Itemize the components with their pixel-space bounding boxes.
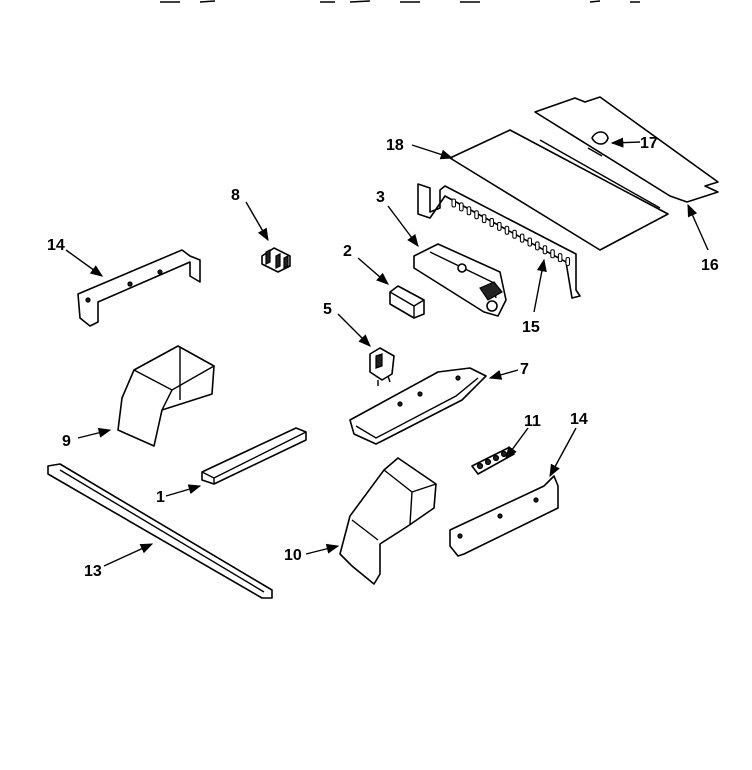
leader-9 <box>77 427 112 439</box>
part-1-strip <box>201 427 307 485</box>
callout-9: 9 <box>62 433 71 450</box>
part-2-block <box>389 285 425 319</box>
callout-16: 16 <box>701 257 719 274</box>
part-11-clip-strip <box>471 447 515 475</box>
perforation-hole <box>481 214 487 224</box>
leader-18 <box>411 144 454 160</box>
bracket-perforations <box>451 198 570 266</box>
callout-8: 8 <box>231 187 240 204</box>
perforation-hole <box>527 237 532 247</box>
leader-14-left <box>65 249 104 277</box>
part-18-insulation <box>449 129 669 251</box>
leader-13 <box>103 543 154 567</box>
callout-3: 3 <box>376 189 385 206</box>
perforation-hole <box>535 241 540 251</box>
callout-11: 11 <box>524 413 541 430</box>
callout-14-left: 14 <box>47 237 65 254</box>
callout-1: 1 <box>156 489 165 506</box>
perforation-hole <box>519 233 525 243</box>
part-14-left-bracket <box>77 249 201 327</box>
leader-7 <box>488 369 519 380</box>
perforation-hole <box>459 202 464 212</box>
leader-17 <box>610 137 641 148</box>
part-15-bracket <box>417 183 581 299</box>
perforation-hole <box>557 253 563 263</box>
part-8-terminal-block <box>261 247 291 273</box>
callout-14-right: 14 <box>570 411 588 428</box>
leader-14-right <box>549 427 577 478</box>
perforation-hole <box>542 245 548 255</box>
leader-16 <box>687 203 709 251</box>
leader-lines <box>65 137 709 567</box>
leader-8 <box>245 201 269 242</box>
leader-1 <box>165 484 202 497</box>
part-14-right-bracket <box>449 475 559 557</box>
callout-labels: 18 17 16 15 3 2 8 14 5 7 9 1 11 14 13 10 <box>47 135 719 580</box>
callout-18: 18 <box>386 137 404 154</box>
perforation-hole <box>565 257 570 266</box>
perforation-hole <box>550 249 555 259</box>
leader-11 <box>505 427 529 460</box>
callout-15: 15 <box>522 319 540 336</box>
perforation-hole <box>504 225 510 235</box>
perforation-hole <box>512 229 517 239</box>
leader-15 <box>533 258 547 313</box>
leader-2 <box>357 257 389 285</box>
callout-17: 17 <box>640 135 658 152</box>
leader-5 <box>337 313 371 347</box>
callout-2: 2 <box>343 243 352 260</box>
callout-13: 13 <box>84 563 102 580</box>
part-9-duct <box>117 345 215 447</box>
perforation-hole <box>497 221 502 231</box>
part-13-rail <box>47 463 273 599</box>
perforation-hole <box>489 218 494 227</box>
callout-10: 10 <box>284 547 302 564</box>
perforation-hole <box>466 206 472 216</box>
leader-3 <box>387 205 419 248</box>
part-16-top-cover <box>534 96 719 203</box>
part-17-clip <box>587 131 609 157</box>
part-10-bracket <box>339 457 437 585</box>
part-3-switch-assembly <box>413 243 507 317</box>
callout-5: 5 <box>323 301 332 318</box>
part-7-mounting-plate <box>349 367 487 445</box>
callout-7: 7 <box>520 361 529 378</box>
perforation-hole <box>451 198 456 208</box>
perforation-hole <box>474 210 479 220</box>
leader-10 <box>305 543 340 555</box>
top-edge-artifacts <box>160 0 640 3</box>
part-5-switch <box>369 347 395 386</box>
